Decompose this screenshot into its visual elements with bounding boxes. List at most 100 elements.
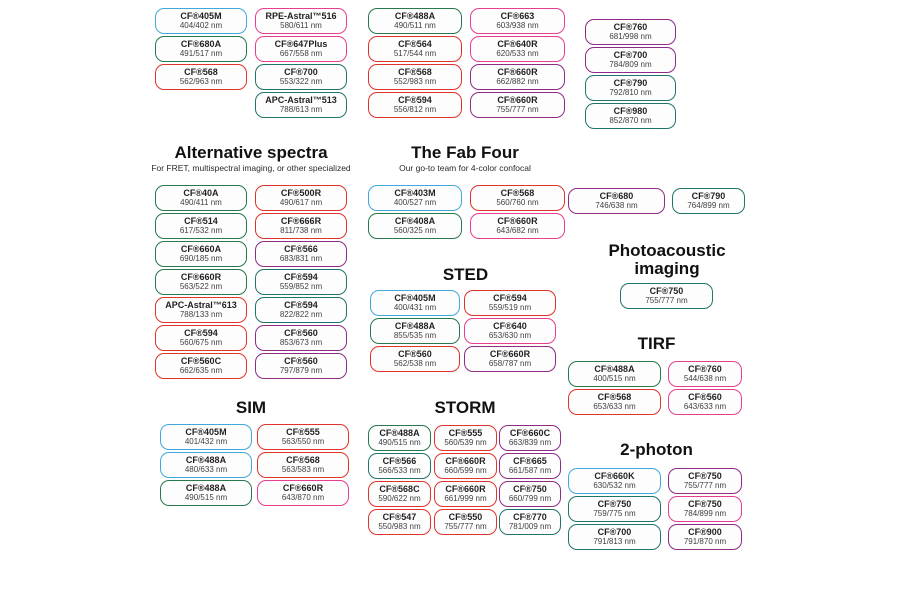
dye-name: CF®700: [597, 527, 632, 538]
dye-wavelengths: 755/777 nm: [683, 480, 727, 490]
dye-wavelengths: 560/325 nm: [393, 225, 437, 235]
dye-name: CF®568: [500, 188, 535, 199]
dye-name: CF®660R: [497, 95, 538, 106]
dye-wavelengths: 544/638 nm: [683, 373, 727, 383]
dye-name: CF®568: [184, 67, 218, 78]
dye-wavelengths: 400/515 nm: [593, 373, 636, 383]
dye-name: CF®405M: [180, 11, 222, 22]
dye-wavelengths: 490/411 nm: [180, 197, 222, 207]
dye-name: CF®663: [500, 11, 535, 22]
dye-wavelengths: 663/839 nm: [508, 437, 552, 447]
dye-name: CF®700: [284, 67, 318, 78]
dye-name: CF®405M: [185, 427, 227, 438]
dye-name: CF®560: [688, 392, 722, 403]
section-title-storm: STORM: [434, 398, 496, 417]
dye-wavelengths: 491/517 nm: [179, 48, 223, 58]
dye-wavelengths: 617/532 nm: [179, 225, 223, 235]
dye-wavelengths: 759/775 nm: [593, 508, 636, 518]
dye-name: CF®640R: [497, 39, 538, 50]
dye-name: CF®680: [599, 191, 634, 202]
dye-wavelengths: 562/963 nm: [179, 76, 223, 86]
dye-wavelengths: 400/527 nm: [393, 197, 437, 207]
dye-name: CF®666R: [280, 216, 322, 227]
dye-wavelengths: 643/870 nm: [281, 492, 325, 502]
dye-name: CF®760: [688, 364, 722, 375]
dye-name: CF®568: [286, 455, 320, 466]
dye-name: CF®555: [448, 428, 483, 439]
dye-wavelengths: 404/402 nm: [179, 20, 223, 30]
dye-wavelengths: 788/133 nm: [179, 309, 223, 319]
dye-name: CF®488A: [185, 455, 227, 466]
dye-name: CF®660K: [594, 471, 635, 482]
dye-wavelengths: 560/539 nm: [444, 437, 487, 447]
dye-wavelengths: 764/899 nm: [687, 200, 730, 210]
dye-name: CF®665: [513, 456, 547, 467]
dye-name: CF®660A: [180, 244, 222, 255]
dye-name: CF®564: [398, 39, 432, 50]
dye-wavelengths: 822/822 nm: [279, 309, 323, 319]
dye-wavelengths: 660/799 nm: [508, 493, 552, 503]
dye-wavelengths: 560/760 nm: [496, 197, 539, 207]
dye-wavelengths: 559/519 nm: [488, 302, 532, 312]
section-title-2-photon: 2-photon: [620, 440, 693, 459]
dye-name: CF®594: [284, 300, 318, 311]
dye-wavelengths: 400/431 nm: [393, 302, 437, 312]
dye-wavelengths: 811/738 nm: [280, 225, 322, 235]
section-title-alternative-spectra: Alternative spectra: [174, 143, 328, 162]
dye-wavelengths: 681/998 nm: [609, 31, 652, 41]
dye-wavelengths: 658/787 nm: [488, 358, 532, 368]
dye-wavelengths: 620/533 nm: [496, 48, 539, 58]
dye-wavelengths: 660/599 nm: [444, 465, 487, 475]
dye-wavelengths: 563/522 nm: [179, 281, 223, 291]
dye-wavelengths: 855/535 nm: [393, 330, 437, 340]
dye-name: CF®900: [688, 527, 722, 538]
dye-wavelengths: 781/009 nm: [508, 521, 552, 531]
dye-wavelengths: 755/777 nm: [645, 295, 688, 305]
dye-wavelengths: 755/777 nm: [496, 104, 539, 114]
dye-name: CF®660C: [509, 428, 551, 439]
dye-wavelengths: 556/812 nm: [393, 104, 437, 114]
dye-name: CF®488A: [594, 364, 635, 375]
dye-wavelengths: 852/870 nm: [609, 115, 652, 125]
dye-wavelengths: 480/633 nm: [184, 464, 228, 474]
dye-wavelengths: 490/511 nm: [394, 20, 436, 30]
dye-wavelengths: 662/635 nm: [179, 365, 223, 375]
